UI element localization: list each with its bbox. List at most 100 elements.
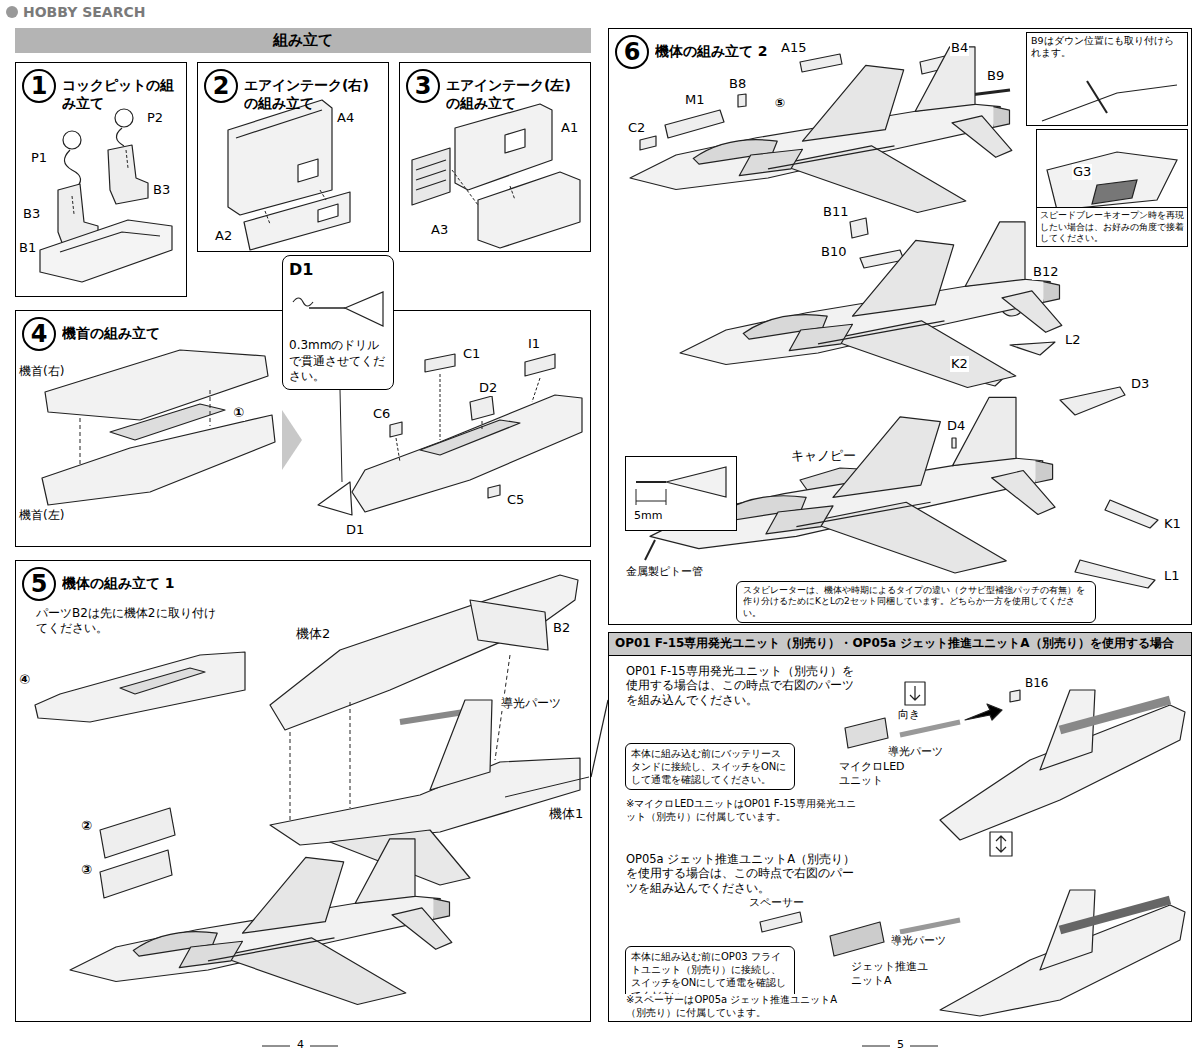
illustration-line [1010,690,1020,702]
step-number: 1 [22,69,56,103]
part-label: B16 [1024,676,1050,691]
illustration-line [665,110,724,138]
part-label: キャノピー [790,448,857,464]
part-label: A1 [560,120,579,136]
illustration-line [265,190,326,224]
illustration-line [478,172,580,248]
illustration-line [108,145,148,204]
callout-number: ④ [18,672,31,688]
illustration-line [636,489,666,505]
part-label: B12 [1032,264,1059,280]
illustration-line [666,467,726,497]
part-label: M1 [684,92,706,108]
part-label: D4 [946,418,966,434]
illustration-line [760,912,802,932]
illustration-line [100,808,175,858]
illustration-line [345,292,383,326]
aircraft-line [789,324,852,350]
part-label: 機首(左) [18,508,65,523]
illustration-line [470,600,548,650]
aircraft-line [818,321,945,344]
callout-number: ① [232,405,245,421]
inset-frame: スピードブレーキオープン時を再現したい場合は、お好みの角度で接着してください。 [1036,129,1188,247]
part-label: D3 [1130,376,1150,392]
part-label: B1 [18,240,37,256]
aircraft-drawing [70,839,452,1005]
illustration-line [228,100,332,215]
illustration-line [116,128,124,146]
illustration-line [100,850,172,898]
illustration-line [318,482,352,515]
part-label: 機首(右) [18,364,65,379]
illustration-line [72,196,74,214]
aircraft-line [243,857,344,933]
part-label: G3 [1072,164,1092,180]
illustration-line [42,415,275,505]
aircraft-line [768,146,895,169]
aircraft-line [355,839,415,903]
illustration-line [905,682,925,705]
part-label: ジェット推進ユニットA [850,960,932,988]
illustration-line [120,668,205,694]
part-label: P1 [30,150,48,166]
part-label: C1 [462,346,481,362]
illustration-line [505,129,525,153]
note-text: ※マイクロLEDユニットはOP01 F-15専用発光ユニット（別売り）に付属して… [625,798,857,823]
step-heading: 機体の組み立て 1 [62,567,584,593]
illustration-line [318,204,338,222]
illustration-line [236,110,322,138]
illustration-line [1010,342,1055,355]
illustration-line [1092,180,1137,204]
step-panel: 6機体の組み立て 2B9はダウン位置にも取り付けられます。スピードブレーキオープ… [608,28,1192,625]
illustration-line [845,718,888,748]
part-label: D1 [345,522,365,538]
illustration-line [80,390,210,466]
illustration-line [900,920,960,932]
illustration-line [244,192,350,250]
note-text: パーツB2は先に機体2に取り付けてください。 [35,606,227,636]
illustration-line [290,655,510,822]
note-text: ※スペーサーはOP05a ジェット推進ユニットA（別売り）に付属しています。 [625,994,857,1019]
illustration-line [455,104,552,190]
part-label: P2 [146,110,164,126]
part-label: 金属製ピトー管 [625,565,704,579]
illustration-line [636,481,666,483]
illustration-line [340,390,342,482]
illustration-line [425,354,455,372]
illustration-line [352,395,582,512]
part-number: D1 [289,260,387,280]
aircraft-line [965,222,1025,286]
aircraft-line [993,107,1009,128]
note-text: スタビレーターは、機体や時期によるタイプの違い（クサビ型補強パッチの有無）を作り… [743,585,1089,619]
note-text: OP05a ジェット推進ユニットA（別売り）を使用する場合は、この時点で右図のパ… [625,852,857,895]
callout-number: ③ [80,862,93,878]
part-label: B2 [552,620,571,636]
illustration-line [1087,81,1107,113]
callout-number: ② [80,818,93,834]
step-number: 6 [615,35,649,69]
illustration-line [965,704,1002,720]
illustration-line [505,777,589,797]
aircraft-drawing [630,47,1012,213]
illustration-line [900,722,960,735]
part-label: B3 [22,206,41,222]
part-label: C2 [627,120,646,136]
step-number: 3 [406,69,440,103]
step-number: 2 [204,69,238,103]
part-label: I1 [527,336,541,352]
illustration-line [738,94,746,107]
illustration-line [470,396,494,420]
part-label: B9 [986,68,1005,84]
aircraft-line [220,938,406,1005]
illustration-line [390,422,402,437]
aircraft-line [1036,461,1053,483]
illustration-line [850,218,868,238]
part-label: 導光パーツ [500,696,562,711]
part-label: K1 [1163,516,1182,532]
note-box: 本体に組み込む前にバッテリースタンドに接続し、スイッチをONにして通電を確認して… [625,743,795,790]
part-label: 機体2 [295,626,331,642]
part-label: C6 [372,406,391,422]
illustration-line [510,186,515,200]
aircraft-line [179,941,242,967]
